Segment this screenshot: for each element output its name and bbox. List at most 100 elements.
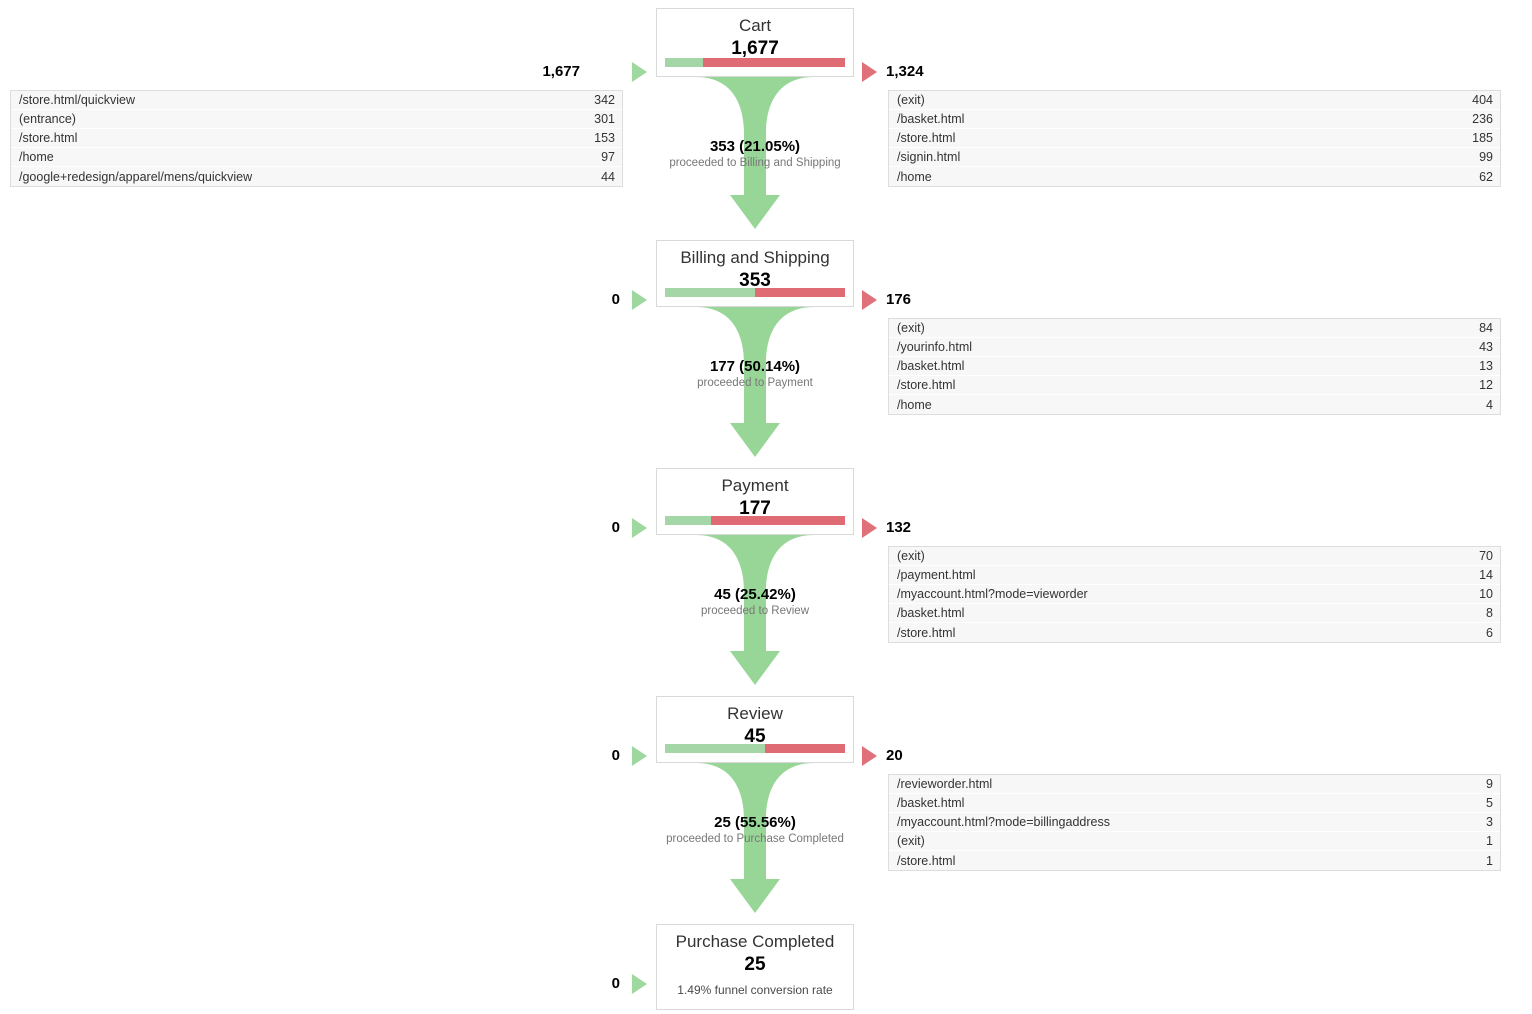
table-row[interactable]: (exit)84 [889, 319, 1500, 338]
exit-arrow-icon [862, 290, 877, 310]
entered-count-review: 0 [611, 747, 620, 764]
connector-note: proceeded to Review [700, 605, 810, 617]
destination-count: 62 [1479, 169, 1493, 184]
table-row[interactable]: /payment.html 14 [889, 566, 1500, 585]
destination-count: 6 [1486, 625, 1493, 640]
connector-count: 45 (25.42%) [595, 585, 915, 604]
destination-path: /store.html [897, 131, 956, 145]
table-row[interactable]: /myaccount.html?mode=vieworder 10 [889, 585, 1500, 604]
destination-path: /home [897, 169, 932, 184]
connector-text: 177 (50.14%) proceeded to Payment [595, 357, 915, 391]
destination-count: 185 [1472, 131, 1493, 145]
proceed-bar-segment [665, 58, 703, 67]
destination-path: /basket.html [897, 112, 965, 126]
table-row[interactable]: /myaccount.html?mode=billingaddress 3 [889, 813, 1500, 832]
exit-destinations-table-payment[interactable]: (exit) 70 /payment.html 14 /myaccount.html… [888, 546, 1501, 643]
table-row[interactable]: /store.html 185 [889, 129, 1500, 148]
step-title: Review [727, 704, 783, 723]
destination-path: (exit) [897, 93, 925, 107]
exited-count-payment: 132 [886, 519, 912, 536]
entrance-arrow-icon [632, 518, 647, 538]
destination-count: 5 [1486, 796, 1493, 810]
step-value: 45 [744, 726, 766, 747]
step-split-bar [665, 288, 845, 297]
connector-note: proceeded to Purchase Completed [666, 833, 844, 845]
connector-count: 353 (21.05%) [595, 137, 915, 156]
source-path: (entrance) [19, 112, 76, 126]
funnel-step-purchase-completed[interactable]: Purchase Completed 25 1.49% funnel conve… [656, 924, 854, 1010]
source-path: /store.html/quickview [19, 93, 136, 107]
destination-count: 4 [1486, 397, 1493, 412]
proceed-bar-segment [665, 288, 756, 297]
connector-count-percent: (21.05%) [739, 138, 801, 155]
source-count: 44 [601, 169, 615, 184]
connector-count-value: 353 [709, 138, 735, 155]
destination-count: 14 [1479, 568, 1493, 582]
table-row[interactable]: /store.html/quickview 342 [11, 91, 622, 110]
table-row[interactable]: (exit) 70 [889, 547, 1500, 566]
destination-path: /payment.html [897, 568, 976, 582]
exit-arrow-icon [862, 518, 877, 538]
connector-count-value: 25 [714, 814, 731, 831]
exit-arrow-icon [862, 746, 877, 766]
destination-count: 3 [1486, 815, 1493, 829]
entered-count-cart: 1,677 [542, 63, 580, 80]
table-row[interactable]: (entrance) 301 [11, 110, 622, 129]
destination-count: 1 [1486, 853, 1493, 868]
funnel-step-billing-and-shipping[interactable]: Billing and Shipping 353 [656, 240, 854, 307]
destination-count: 84 [1479, 321, 1493, 335]
funnel-step-review[interactable]: Review 45 [656, 696, 854, 763]
connector-count-percent: (50.14%) [739, 358, 801, 375]
table-row[interactable]: /home 62 [889, 167, 1500, 186]
connector-note: proceeded to Payment [697, 377, 813, 389]
step-value: 25 [744, 954, 766, 975]
destination-path: /revieworder.html [897, 777, 993, 791]
table-row[interactable]: (exit)1 [889, 832, 1500, 851]
destination-count: 8 [1486, 606, 1493, 620]
funnel-connector-1: 353 (21.05%) proceeded to Billing and Sh… [656, 77, 854, 240]
step-title: Billing and Shipping [680, 248, 830, 267]
exited-count-cart: 1,324 [886, 63, 924, 80]
source-count: 301 [594, 112, 615, 126]
table-row[interactable]: /store.html 1 [889, 851, 1500, 870]
step-split-bar [665, 744, 845, 753]
destination-path: (exit) [897, 549, 925, 563]
entrance-sources-table-cart[interactable]: /store.html/quickview 342 (entrance) 301 /… [10, 90, 623, 187]
entrance-arrow-icon [632, 290, 647, 310]
table-row[interactable]: (exit)404 [889, 91, 1500, 110]
step-split-bar [665, 58, 845, 67]
funnel-step-cart[interactable]: Cart 1,677 [656, 8, 854, 77]
destination-path: /myaccount.html?mode=billingaddress [897, 815, 1110, 829]
source-count: 97 [601, 150, 615, 164]
destination-path: /store.html [897, 853, 956, 868]
table-row[interactable]: /home 4 [889, 395, 1500, 414]
connector-note: proceeded to Billing and Shipping [669, 157, 841, 169]
destination-path: /home [897, 397, 932, 412]
destination-count: 70 [1479, 549, 1493, 563]
connector-text: 25 (55.56%) proceeded to Purchase Comple… [595, 813, 915, 847]
funnel-step-payment[interactable]: Payment 177 [656, 468, 854, 535]
exit-arrow-icon [862, 62, 877, 82]
entered-count-payment: 0 [611, 519, 620, 536]
connector-count-percent: (25.42%) [734, 586, 796, 603]
destination-path: /store.html [897, 378, 956, 392]
source-count: 342 [594, 93, 615, 107]
source-count: 153 [594, 131, 615, 145]
destination-count: 10 [1479, 587, 1493, 601]
destination-path: /myaccount.html?mode=vieworder [897, 587, 1088, 601]
